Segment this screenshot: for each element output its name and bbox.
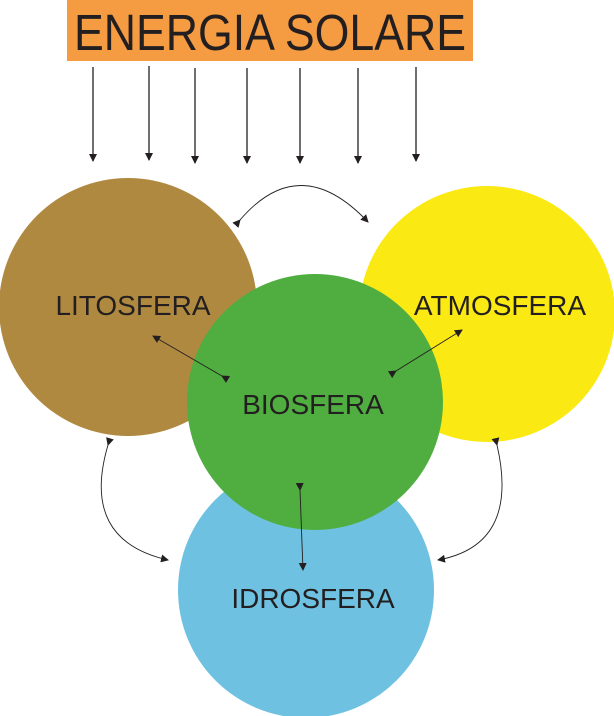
arrow-bio-idro — [295, 482, 307, 571]
solar-rays — [89, 66, 420, 164]
arrow-lito-idro — [100, 437, 169, 563]
arrow-bio-lito — [152, 335, 231, 383]
title-text: ENERGIA SOLARE — [74, 4, 466, 61]
biosfera-label: BIOSFERA — [242, 389, 384, 420]
litosfera-label: LITOSFERA — [55, 290, 210, 321]
arrow-atmo-idro — [437, 437, 503, 563]
idrosfera-circle — [178, 462, 434, 716]
exchange-arrows — [100, 185, 503, 571]
arrow-bio-atmo — [387, 329, 463, 379]
title-banner — [67, 0, 473, 61]
biosfera-circle — [187, 274, 443, 530]
arrow-lito-atmo — [232, 185, 369, 228]
atmosfera-label: ATMOSFERA — [414, 290, 586, 321]
idrosfera-label: IDROSFERA — [231, 583, 395, 614]
